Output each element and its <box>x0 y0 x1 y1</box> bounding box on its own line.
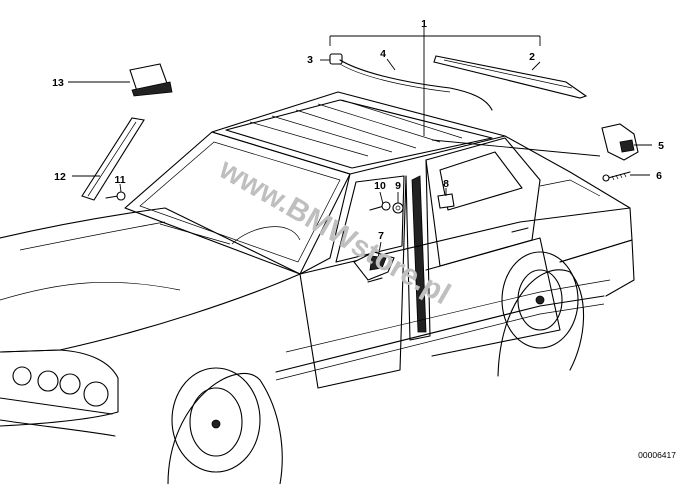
leader-lines <box>68 26 652 259</box>
callout-10: 10 <box>374 180 386 192</box>
document-number: 00006417 <box>638 450 676 460</box>
callout-4: 4 <box>380 48 386 60</box>
part-6-screw <box>602 171 631 182</box>
part-2-roof-moulding <box>433 55 588 99</box>
part-4-drip-moulding <box>339 59 493 111</box>
callout-13: 13 <box>52 77 64 89</box>
part-10-screw <box>369 201 391 211</box>
callout-2: 2 <box>529 51 535 63</box>
car-illustration <box>0 91 635 484</box>
callout-5: 5 <box>658 140 664 152</box>
callout-12: 12 <box>54 171 66 183</box>
part-11-screw <box>105 191 126 201</box>
part-7-bracket <box>353 251 395 281</box>
callout-9: 9 <box>395 180 401 192</box>
callout-1: 1 <box>421 18 427 30</box>
part-5-end-cap <box>601 123 639 161</box>
callout-7: 7 <box>378 230 384 242</box>
part-3-fastener <box>329 53 343 65</box>
part-12-pillar-trim <box>81 117 145 201</box>
part-9-washer <box>392 202 404 214</box>
part-13-clip <box>129 63 173 97</box>
callout-8: 8 <box>443 178 449 190</box>
part-8-plug <box>437 193 455 209</box>
callout-3: 3 <box>307 54 313 66</box>
callout-6: 6 <box>656 170 662 182</box>
callout-11: 11 <box>114 174 125 186</box>
